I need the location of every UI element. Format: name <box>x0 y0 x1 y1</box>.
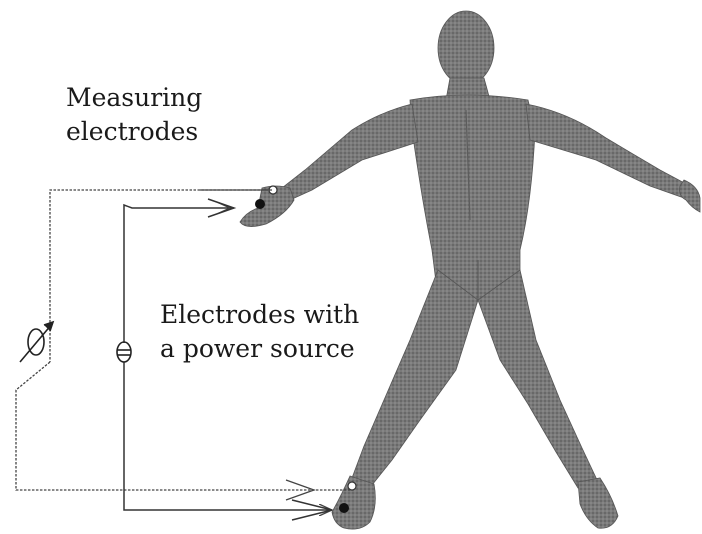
power-electrodes-label: Electrodes with a power source <box>160 298 359 366</box>
measuring-label-line2: electrodes <box>66 115 202 149</box>
power-label-line2: a power source <box>160 332 359 366</box>
measuring-wire-bottom <box>16 362 350 490</box>
measuring-electrodes-label: Measuring electrodes <box>66 81 202 149</box>
electrode-foot-measuring <box>348 482 356 490</box>
human-figure <box>240 11 700 529</box>
voltmeter-icon <box>20 322 53 362</box>
figure-leg-left <box>352 270 478 485</box>
figure-head <box>438 11 494 85</box>
figure-hand-right <box>680 180 700 212</box>
measuring-label-line1: Measuring <box>66 81 202 115</box>
figure-arm-left <box>282 104 418 200</box>
figure-foot-right <box>578 478 618 528</box>
power-label-line1: Electrodes with <box>160 298 359 332</box>
figure-leg-right <box>478 270 598 488</box>
electrode-foot-power <box>339 503 349 513</box>
figure-torso <box>410 95 535 300</box>
current-source-icon <box>117 342 131 362</box>
power-wire-bottom <box>124 362 332 510</box>
figure-arm-right <box>526 104 690 198</box>
electrode-hand-power <box>255 199 265 209</box>
figure-hand-left <box>240 186 294 227</box>
